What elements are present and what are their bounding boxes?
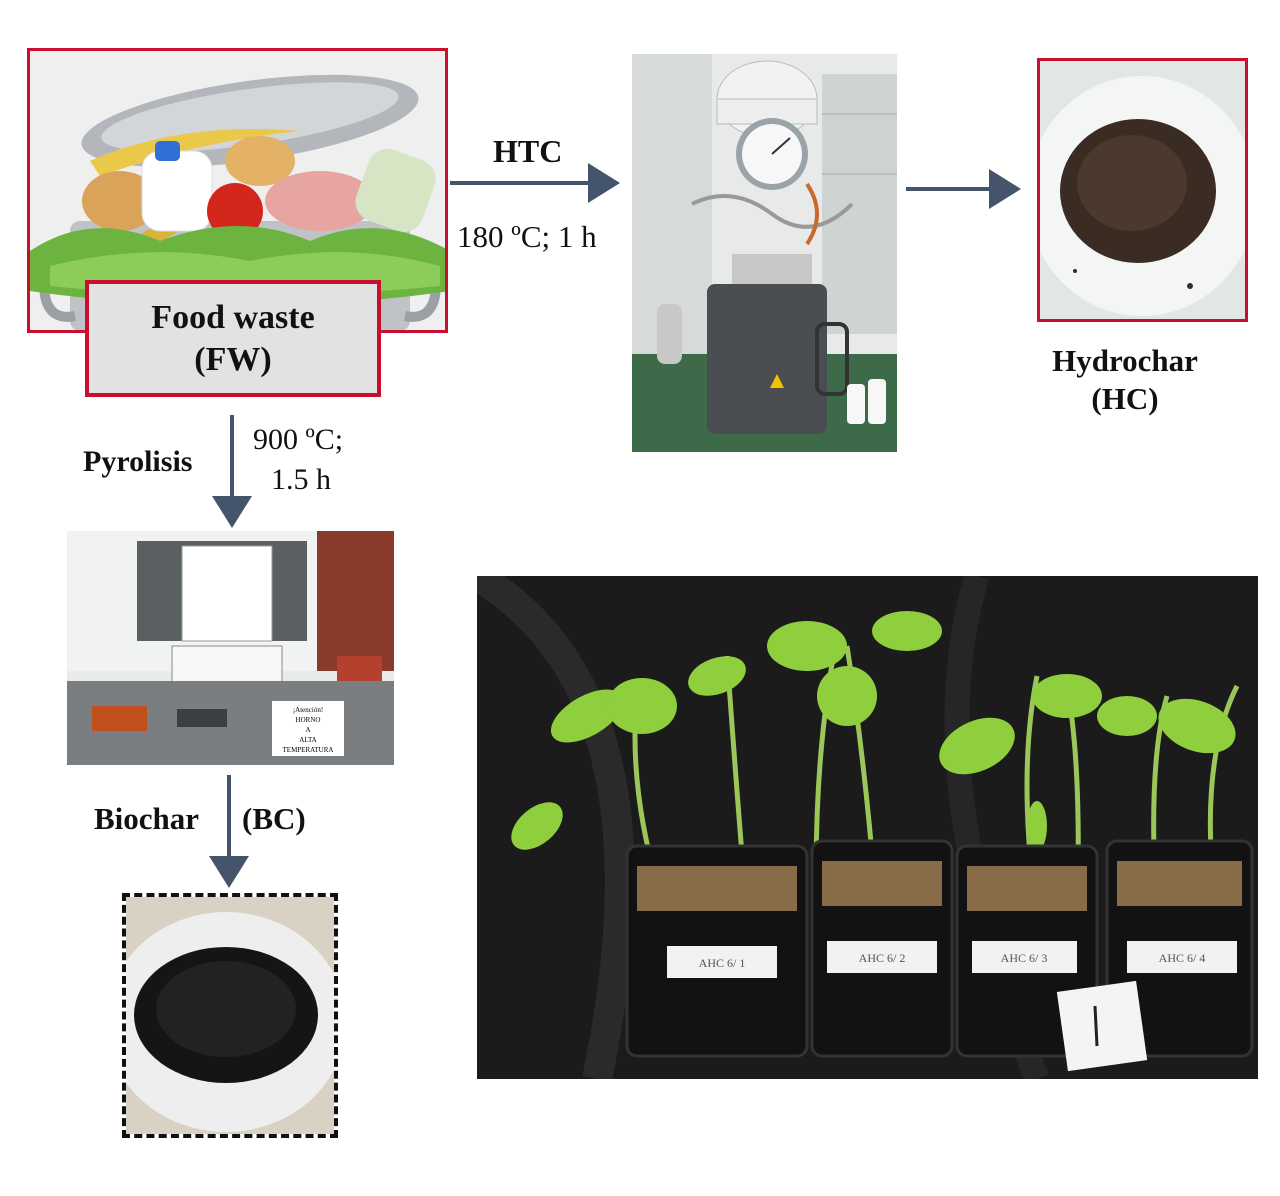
seedlings-illustration: AHC 6/ 1 AHC 6/ 2 AHC 6/ 3 AHC 6/ 4	[477, 576, 1258, 1079]
pot-label-4: AHC 6/ 4	[1159, 951, 1206, 965]
htc-reactor-photo	[632, 54, 897, 452]
food-waste-label-box: Food waste (FW)	[85, 280, 381, 397]
pot-label-1: AHC 6/ 1	[699, 956, 746, 970]
htc-label: HTC	[493, 133, 563, 169]
furnace-illustration: ¡Atención! HORNO A ALTA TEMPERATURA	[67, 531, 394, 765]
pyrolysis-time: 1.5 h	[271, 463, 331, 496]
hydrochar-abbr: (HC)	[1091, 381, 1159, 416]
pot-label-2: AHC 6/ 2	[859, 951, 906, 965]
food-waste-abbr: (FW)	[194, 340, 272, 378]
reactor-illustration	[632, 54, 897, 452]
hydrochar-bowl-illustration	[1040, 61, 1245, 319]
biochar-bowl-illustration	[126, 897, 334, 1134]
hydrochar-label: Hydrochar (HC)	[1030, 342, 1220, 418]
pyrolysis-temp: 900 ºC;	[253, 423, 344, 456]
biochar-label: Biochar	[94, 801, 200, 836]
pyrolysis-label: Pyrolisis	[83, 445, 193, 478]
furnace-sign-line4: ALTA	[299, 736, 316, 744]
furnace-sign-line5: TEMPERATURA	[283, 746, 334, 754]
food-waste-title: Food waste	[151, 298, 315, 336]
hydrochar-title: Hydrochar	[1052, 343, 1198, 378]
furnace-sign-line3: A	[305, 726, 310, 734]
htc-conditions: 180 ºC; 1 h	[457, 219, 597, 254]
furnace-photo: ¡Atención! HORNO A ALTA TEMPERATURA	[67, 531, 394, 765]
pot-label-3: AHC 6/ 3	[1001, 951, 1048, 965]
biochar-photo	[122, 893, 338, 1138]
biochar-abbr: (BC)	[242, 801, 306, 836]
pyrolysis-conditions: 900 ºC; 1.5 h	[253, 420, 343, 500]
furnace-sign-line1: ¡Atención!	[293, 706, 323, 714]
hydrochar-photo	[1037, 58, 1248, 322]
seedlings-photo: AHC 6/ 1 AHC 6/ 2 AHC 6/ 3 AHC 6/ 4	[477, 576, 1258, 1079]
furnace-sign-line2: HORNO	[296, 716, 321, 724]
